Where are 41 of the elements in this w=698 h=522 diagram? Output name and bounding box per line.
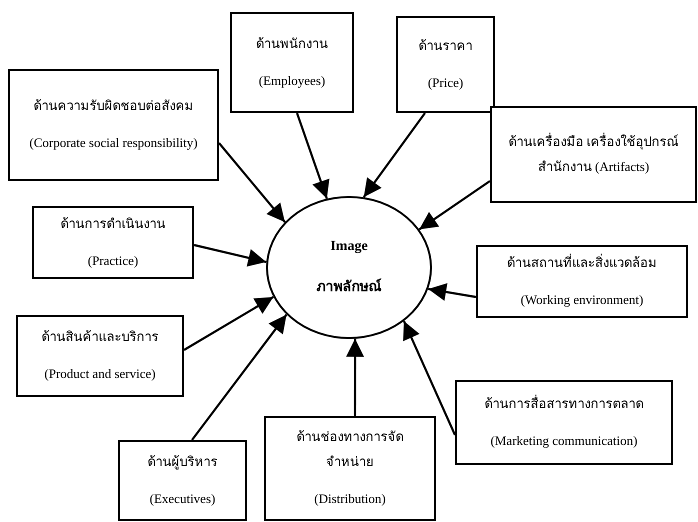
arrow xyxy=(191,314,288,441)
node-title: ด้านเครื่องมือ เครื่องใช้อุปกรณ์สำนักงาน (Artifacts) xyxy=(507,132,680,176)
arrow xyxy=(183,296,274,351)
factor-box xyxy=(16,315,184,397)
arrow xyxy=(418,180,491,230)
factor-box xyxy=(118,440,247,521)
factor-box xyxy=(490,106,697,203)
node-subtitle: (Executives) xyxy=(150,490,216,508)
node-title: ด้านการดำเนินงาน xyxy=(60,214,166,233)
node-title: ด้านความรับผิดชอบต่อสังคม xyxy=(34,97,194,116)
node-subtitle: (Practice) xyxy=(88,252,138,270)
factor-box xyxy=(230,12,354,113)
node-subtitle: (Price) xyxy=(428,74,464,92)
factor-box xyxy=(32,206,194,279)
arrow xyxy=(296,112,330,199)
node-subtitle: (Product and service) xyxy=(44,365,156,383)
node-title: Image xyxy=(330,238,368,256)
factor-box xyxy=(264,416,436,521)
node-title: ด้านช่องทางการจัดจำหน่าย xyxy=(296,428,404,472)
node-subtitle: (Distribution) xyxy=(314,490,386,508)
node-subtitle: (Working environment) xyxy=(520,290,644,309)
node-subtitle: (Corporate social responsibility) xyxy=(29,134,198,152)
arrow xyxy=(194,244,266,267)
arrow xyxy=(346,338,364,416)
factor-box xyxy=(8,69,219,181)
node-title: ด้านสถานที่และสิ่งแวดล้อม xyxy=(507,252,657,272)
node-subtitle: (Marketing communication) xyxy=(490,432,638,450)
node-title: ด้านราคา xyxy=(418,36,472,55)
node-title: ด้านผู้บริหาร xyxy=(148,452,218,472)
arrow xyxy=(402,320,456,436)
arrow xyxy=(218,142,286,223)
factor-box xyxy=(476,245,688,318)
node-subtitle: ภาพลักษณ์ xyxy=(316,278,382,296)
node-title: ด้านสินค้าและบริการ xyxy=(42,328,158,346)
arrow xyxy=(362,112,426,198)
arrow xyxy=(428,283,476,301)
node-title: ด้านพนักงาน xyxy=(256,34,328,53)
factor-box xyxy=(396,16,495,113)
node-title: ด้านการสื่อสารทางการตลาด xyxy=(484,394,644,413)
node-subtitle: (Employees) xyxy=(258,72,326,90)
factor-box xyxy=(455,380,673,465)
